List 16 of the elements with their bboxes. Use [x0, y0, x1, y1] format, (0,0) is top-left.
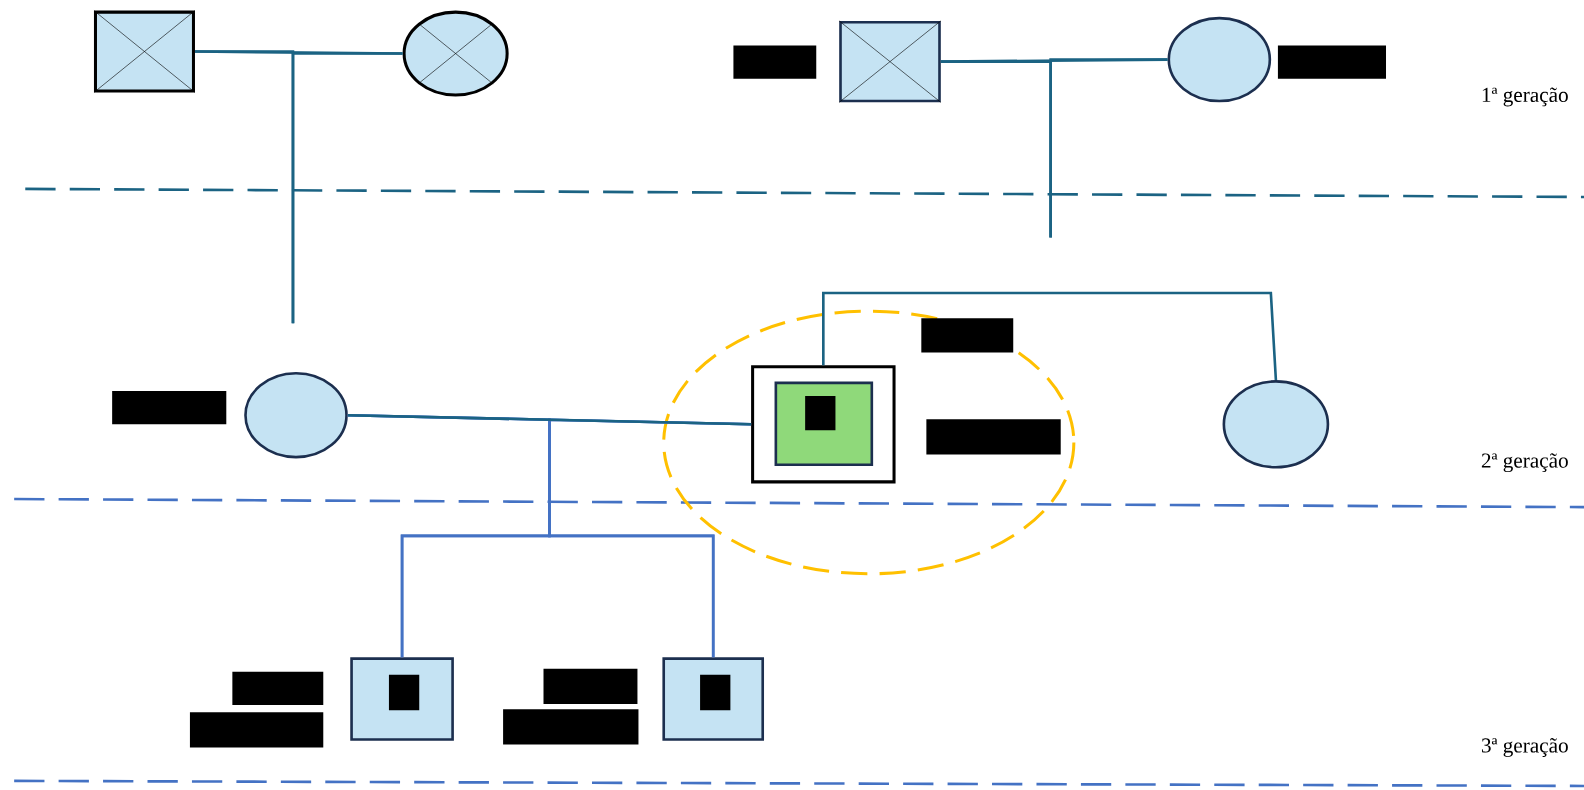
crossed-circle-symbol: [402, 10, 509, 97]
circle-symbol: [244, 371, 348, 459]
connector-line: [347, 413, 752, 426]
square-symbol: [662, 657, 765, 741]
circle-symbol: [1222, 380, 1330, 469]
crossed-square-symbol: [93, 10, 196, 93]
double-square-symbol: [751, 365, 896, 484]
generation-label: 2ª geração: [1481, 453, 1568, 473]
circle-symbol: [1167, 16, 1272, 103]
crossed-square-symbol: [838, 20, 942, 103]
generation-label: 1ª geração: [1482, 87, 1568, 107]
connector-line: [822, 291, 1278, 381]
connector-line: [1049, 58, 1168, 238]
generation-label: 3ª geração: [1481, 738, 1568, 757]
square-symbol: [350, 657, 454, 741]
connector-line: [291, 52, 403, 324]
